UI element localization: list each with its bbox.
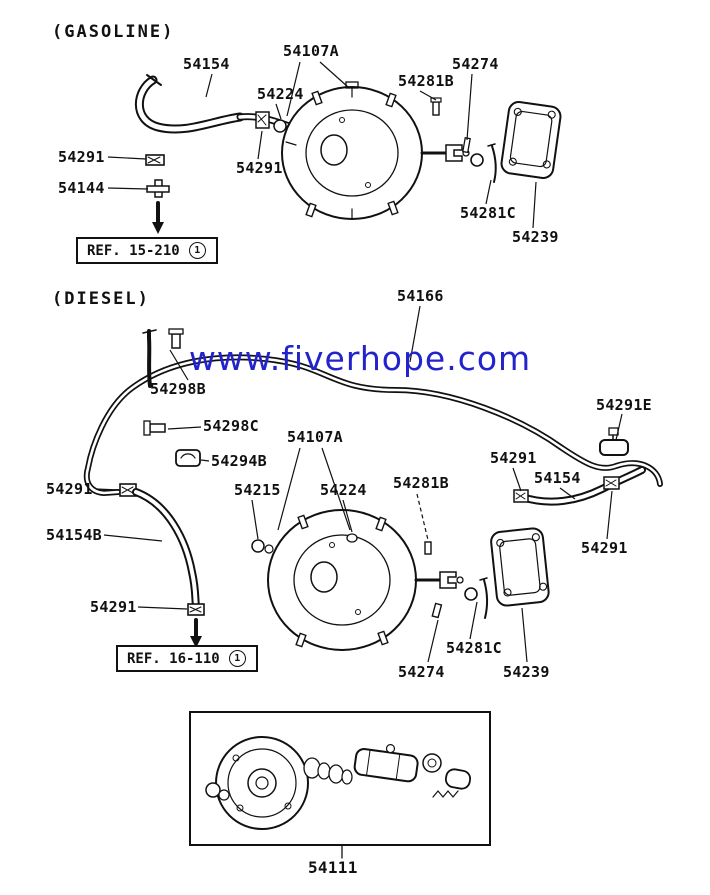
part-label-54281C-gasoline: 54281C — [460, 204, 516, 222]
diesel-leader-lines — [95, 305, 623, 663]
part-label-54111-kit: 54111 — [308, 858, 358, 877]
part-label-54294B-diesel: 54294B — [211, 452, 267, 470]
part-label-54281B-gasoline: 54281B — [398, 72, 454, 90]
section-title-diesel: (DIESEL) — [52, 289, 150, 309]
part-label-54298B-diesel: 54298B — [150, 380, 206, 398]
gasoline-leader-lines — [107, 61, 537, 229]
ref-box-diesel: REF. 16-110 1 — [116, 645, 258, 672]
part-label-54215-diesel: 54215 — [234, 481, 281, 499]
part-label-54274-diesel: 54274 — [398, 663, 445, 681]
part-label-54154B-diesel: 54154B — [46, 526, 102, 544]
part-label-54291-gasoline-left: 54291 — [58, 148, 105, 166]
part-label-54224-gasoline: 54224 — [257, 85, 304, 103]
part-label-54281C-diesel: 54281C — [446, 639, 502, 657]
part-label-54281B-diesel: 54281B — [393, 474, 449, 492]
watermark-text: www.fiverhope.com — [188, 339, 532, 378]
part-label-54166-diesel: 54166 — [397, 287, 444, 305]
ref-text-gasoline: REF. 15-210 — [87, 242, 180, 259]
repair-kit-drawing — [189, 711, 491, 859]
part-label-54291E-diesel: 54291E — [596, 396, 652, 414]
part-label-54239-gasoline: 54239 — [512, 228, 559, 246]
section-title-gasoline: (GASOLINE) — [52, 22, 175, 42]
ref-badge-gasoline: 1 — [188, 242, 206, 259]
part-label-54154-diesel-right: 54154 — [534, 469, 581, 487]
part-label-54298C-diesel: 54298C — [203, 417, 259, 435]
part-label-54144-gasoline: 54144 — [58, 179, 105, 197]
diesel-assembly-drawing — [83, 328, 663, 651]
part-label-54274-gasoline: 54274 — [452, 55, 499, 73]
part-label-54154-gasoline: 54154 — [183, 55, 230, 73]
part-label-54239-diesel: 54239 — [503, 663, 550, 681]
part-label-54291-diesel-lower-right: 54291 — [581, 539, 628, 557]
gasoline-assembly-drawing — [135, 74, 562, 234]
part-label-54224-diesel: 54224 — [320, 481, 367, 499]
ref-badge-diesel: 1 — [228, 650, 246, 667]
ref-text-diesel: REF. 16-110 — [127, 650, 220, 667]
part-label-54291-gasoline-center: 54291 — [236, 159, 283, 177]
ref-box-gasoline: REF. 15-210 1 — [76, 237, 218, 264]
part-label-54291-diesel-bottom: 54291 — [90, 598, 137, 616]
part-label-54291-diesel-far-left: 54291 — [46, 480, 93, 498]
part-label-54291-diesel-upper-right: 54291 — [490, 449, 537, 467]
part-label-54107A-gasoline: 54107A — [283, 42, 339, 60]
part-label-54107A-diesel: 54107A — [287, 428, 343, 446]
